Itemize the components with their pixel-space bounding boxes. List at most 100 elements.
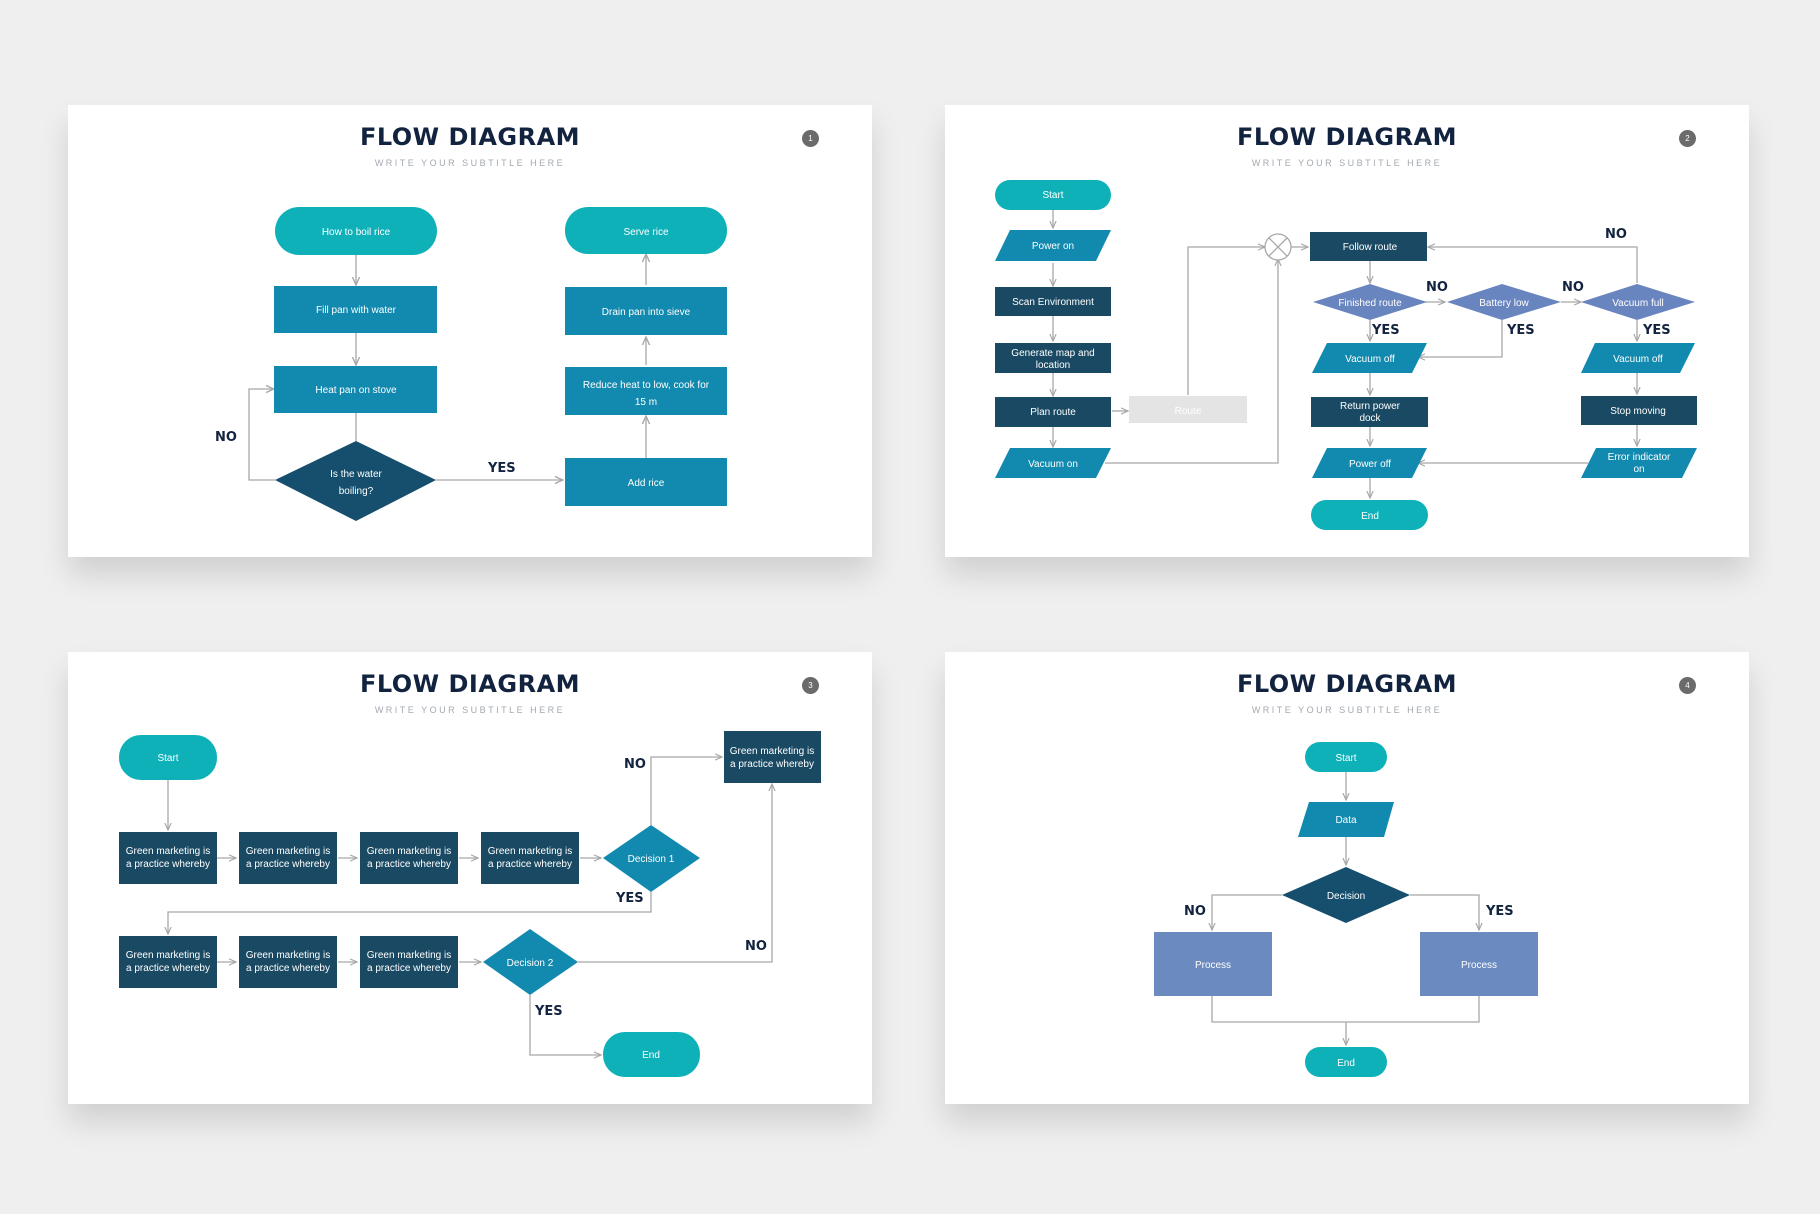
label-no: NO <box>1184 904 1206 919</box>
svg-text:location: location <box>1036 360 1070 371</box>
node-generate-map: Generate map and location <box>995 343 1111 373</box>
svg-text:Power off: Power off <box>1349 459 1391 470</box>
svg-text:End: End <box>1337 1058 1355 1069</box>
svg-text:Follow route: Follow route <box>1343 242 1398 253</box>
node-follow-route: Follow route <box>1310 232 1427 261</box>
svg-text:a practice whereby: a practice whereby <box>126 859 210 870</box>
svg-text:Green marketing is: Green marketing is <box>126 846 210 857</box>
node-scan-environment: Scan Environment <box>995 287 1111 316</box>
node-start: Start <box>995 180 1111 210</box>
svg-text:a practice whereby: a practice whereby <box>367 963 451 974</box>
svg-text:Vacuum off: Vacuum off <box>1613 354 1663 365</box>
label-yes-2: YES <box>1506 323 1535 338</box>
slide-subtitle: WRITE YOUR SUBTITLE HERE <box>1251 705 1443 715</box>
svg-text:Stop moving: Stop moving <box>1610 406 1666 417</box>
label-no-1: NO <box>1426 280 1448 295</box>
svg-text:Green marketing is: Green marketing is <box>488 846 572 857</box>
node-stop-moving: Stop moving <box>1581 396 1697 425</box>
label-no-2: NO <box>1562 280 1584 295</box>
node-fill-pan: Fill pan with water <box>274 286 437 333</box>
svg-text:Finished route: Finished route <box>1338 298 1402 309</box>
svg-text:Decision 2: Decision 2 <box>507 958 554 969</box>
svg-text:Reduce heat to low, cook for: Reduce heat to low, cook for <box>583 380 710 391</box>
node-box-row1-4: Green marketing is a practice whereby <box>481 832 579 884</box>
svg-text:Route: Route <box>1175 406 1202 417</box>
node-start: Start <box>119 735 217 780</box>
connectors <box>248 254 646 480</box>
svg-text:Generate map and: Generate map and <box>1011 348 1094 359</box>
connectors <box>1053 210 1637 498</box>
node-box-row1-3: Green marketing is a practice whereby <box>360 832 458 884</box>
node-return-power-dock: Return power dock <box>1311 397 1428 427</box>
label-yes: YES <box>1485 904 1514 919</box>
slide-1: FLOW DIAGRAM WRITE YOUR SUBTITLE HERE 1 … <box>68 105 872 557</box>
slide-number-badge: 4 <box>1679 677 1696 694</box>
svg-text:a practice whereby: a practice whereby <box>367 859 451 870</box>
svg-text:Heat pan on stove: Heat pan on stove <box>315 385 397 396</box>
svg-text:a practice whereby: a practice whereby <box>730 759 814 770</box>
svg-text:End: End <box>642 1050 660 1061</box>
svg-text:Add rice: Add rice <box>628 478 665 489</box>
node-drain-pan: Drain pan into sieve <box>565 287 727 335</box>
svg-text:15 m: 15 m <box>635 397 657 408</box>
svg-text:dock: dock <box>1359 413 1381 424</box>
node-end: End <box>603 1032 700 1077</box>
merge-junction-icon <box>1264 233 1292 261</box>
decision: Decision <box>1282 867 1410 923</box>
node-vacuum-on: Vacuum on <box>995 448 1111 478</box>
node-end: End <box>1311 500 1428 530</box>
svg-text:Serve rice: Serve rice <box>623 227 668 238</box>
node-vacuum-off-2: Vacuum off <box>1581 343 1695 373</box>
label-yes-1: YES <box>615 891 644 906</box>
svg-text:Decision 1: Decision 1 <box>628 854 675 865</box>
decision-battery-low: Battery low <box>1447 284 1561 320</box>
node-process-right: Process <box>1420 932 1538 996</box>
node-how-to-boil-rice: How to boil rice <box>275 207 437 255</box>
node-power-on: Power on <box>995 230 1111 261</box>
svg-text:Decision: Decision <box>1327 891 1365 902</box>
node-process-left: Process <box>1154 932 1272 996</box>
node-plan-route: Plan route <box>995 397 1111 427</box>
svg-text:Power on: Power on <box>1032 241 1074 252</box>
node-heat-pan: Heat pan on stove <box>274 366 437 413</box>
node-route: Route <box>1129 396 1247 423</box>
label-no-top: NO <box>1605 227 1627 242</box>
svg-text:Scan Environment: Scan Environment <box>1012 297 1094 308</box>
svg-text:boiling?: boiling? <box>339 486 374 497</box>
slide-number-badge: 1 <box>802 130 819 147</box>
node-box-row2-3: Green marketing is a practice whereby <box>360 936 458 988</box>
slide-title: FLOW DIAGRAM <box>359 123 581 151</box>
decision-vacuum-full: Vacuum full <box>1581 284 1695 320</box>
node-box-row1-1: Green marketing is a practice whereby <box>119 832 217 884</box>
node-vacuum-off-1: Vacuum off <box>1312 343 1427 373</box>
slide-title: FLOW DIAGRAM <box>359 670 581 698</box>
svg-text:Process: Process <box>1461 960 1497 971</box>
svg-text:Data: Data <box>1335 815 1357 826</box>
svg-text:Green marketing is: Green marketing is <box>730 746 814 757</box>
node-add-rice: Add rice <box>565 458 727 506</box>
svg-text:Green marketing is: Green marketing is <box>367 950 451 961</box>
node-end: End <box>1305 1047 1387 1077</box>
svg-text:Is the water: Is the water <box>330 469 382 480</box>
decision-water-boiling: Is the water boiling? <box>275 441 436 521</box>
svg-text:Start: Start <box>1042 190 1063 201</box>
slide-title: FLOW DIAGRAM <box>1236 670 1458 698</box>
node-reduce-heat: Reduce heat to low, cook for 15 m <box>565 367 727 415</box>
node-box-top-right: Green marketing is a practice whereby <box>724 731 821 783</box>
svg-text:Battery low: Battery low <box>1479 298 1529 309</box>
label-no-1: NO <box>624 757 646 772</box>
flow-diagram-4: Start Data Decision Process Process End … <box>1154 742 1538 1077</box>
node-box-row2-1: Green marketing is a practice whereby <box>119 936 217 988</box>
label-no-2: NO <box>745 939 767 954</box>
svg-text:Fill pan with water: Fill pan with water <box>316 305 397 316</box>
svg-text:a practice whereby: a practice whereby <box>488 859 572 870</box>
svg-text:Green marketing is: Green marketing is <box>246 846 330 857</box>
svg-text:on: on <box>1633 464 1644 475</box>
flow-diagram-2: Start Power on Scan Environment Generate… <box>995 180 1697 530</box>
label-yes: YES <box>487 461 516 476</box>
svg-text:Vacuum off: Vacuum off <box>1345 354 1395 365</box>
decision-1: Decision 1 <box>603 825 700 892</box>
svg-text:Green marketing is: Green marketing is <box>367 846 451 857</box>
label-yes-3: YES <box>1642 323 1671 338</box>
flow-diagram-3: Start Green marketing is a practice wher… <box>119 731 821 1077</box>
